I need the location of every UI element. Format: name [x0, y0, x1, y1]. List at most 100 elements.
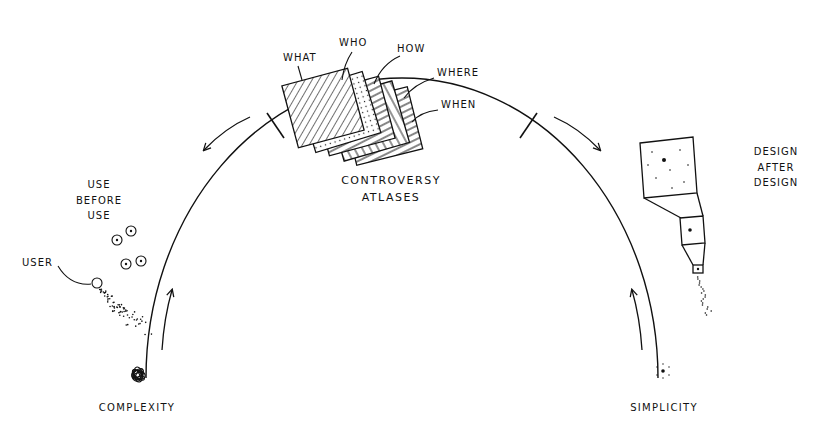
stipple-dot [125, 324, 127, 326]
stipple-dot [112, 310, 114, 312]
stipple-dot [107, 298, 109, 300]
stipple-dot [119, 306, 121, 308]
funnel-dot [707, 306, 709, 308]
stipple-dot [123, 315, 125, 317]
stipple-dot [138, 323, 140, 325]
stipple-dot [127, 324, 129, 326]
scribble-stroke [131, 368, 146, 382]
stipple-dot [142, 316, 144, 318]
stipple-dot [127, 314, 129, 316]
stage-label: USE BEFORE USE [76, 177, 122, 224]
stipple-dot [104, 292, 106, 294]
stack-label: WHO [339, 35, 367, 51]
user-circles [92, 226, 146, 288]
stipple-dot [106, 296, 108, 298]
user-label: USER [22, 255, 53, 271]
stipple-dot [117, 307, 119, 309]
stipple-dot [104, 292, 106, 294]
stipple-dot [109, 298, 111, 300]
pole-label: COMPLEXITY [99, 400, 175, 416]
stipple-dot [100, 290, 102, 292]
arc-tick [267, 113, 284, 138]
stipple-dot [119, 306, 121, 308]
stipple-dot [112, 305, 114, 307]
funnel-dot [647, 164, 649, 166]
funnel-dot [702, 298, 704, 300]
stipple-dot [123, 308, 125, 310]
funnel-dot [710, 310, 712, 312]
pole-label: SIMPLICITY [630, 400, 698, 416]
stipple-dot [140, 318, 142, 320]
stipple-dot [116, 306, 118, 308]
funnel-dot [702, 304, 704, 306]
funnel-dots [647, 149, 712, 316]
stipple-dot [114, 307, 116, 309]
funnel-dot [700, 286, 702, 288]
atlas-stack [282, 68, 423, 165]
stack-label: WHEN [441, 97, 476, 113]
stipple-dot [114, 310, 116, 312]
stage-label: CONTROVERSY ATLASES [341, 172, 441, 206]
funnel-dot [679, 149, 681, 151]
funnel-dot [699, 282, 701, 284]
design-funnel [640, 137, 705, 273]
stage-label: DESIGN AFTER DESIGN [754, 144, 799, 191]
funnel-dot [697, 276, 699, 278]
funnel-dot [683, 181, 685, 183]
leader-line [298, 52, 438, 122]
stack-label: HOW [397, 41, 425, 57]
stipple-dot [141, 320, 143, 322]
stipple-dot [111, 295, 113, 297]
simplicity-dot [656, 363, 669, 378]
cycle-arc [146, 78, 658, 378]
stack-label: WHAT [283, 50, 317, 66]
stipple-dot [105, 290, 107, 292]
funnel-dot [671, 187, 673, 189]
stack-label: WHERE [437, 65, 479, 81]
stipple-dot [131, 316, 133, 318]
funnel-dot [705, 312, 707, 314]
stipple-dot [113, 306, 115, 308]
flow-arrow [632, 290, 642, 350]
funnel-dot [704, 296, 706, 298]
stipple-dot [113, 306, 115, 308]
flow-arrow [554, 117, 600, 150]
stipple-dot [112, 302, 114, 304]
stipple-dot [112, 311, 114, 313]
stipple-dot [104, 295, 106, 297]
funnel-dot [655, 177, 657, 179]
stipple-dot [107, 301, 109, 303]
funnel-dot [706, 314, 708, 316]
stipple-dots [99, 288, 152, 335]
funnel-dot [701, 292, 703, 294]
stipple-dot [125, 309, 127, 311]
funnel-dot [699, 280, 701, 282]
user-circle-dots [116, 230, 142, 265]
stipple-dot [134, 311, 136, 313]
stipple-dot [136, 319, 138, 321]
funnel-dot [698, 284, 700, 286]
stipple-dot [121, 304, 123, 306]
stipple-dot [121, 311, 123, 313]
stipple-dot [151, 333, 153, 335]
stipple-dot [118, 312, 120, 314]
stipple-dot [124, 307, 126, 309]
stipple-dot [129, 317, 131, 319]
stipple-dot [135, 325, 137, 327]
funnel-dot [651, 151, 653, 153]
stipple-dot [107, 299, 109, 301]
funnel-dot [697, 278, 699, 280]
stipple-dot [101, 288, 103, 290]
stipple-dot [123, 311, 125, 313]
stipple-dot [100, 292, 102, 294]
funnel-dot [701, 300, 703, 302]
stipple-dot [118, 304, 120, 306]
stipple-dot [107, 295, 109, 297]
funnel-dot [669, 169, 671, 171]
flow-arrow [204, 117, 250, 150]
leader-line [58, 266, 91, 284]
funnel-dot [705, 294, 707, 296]
